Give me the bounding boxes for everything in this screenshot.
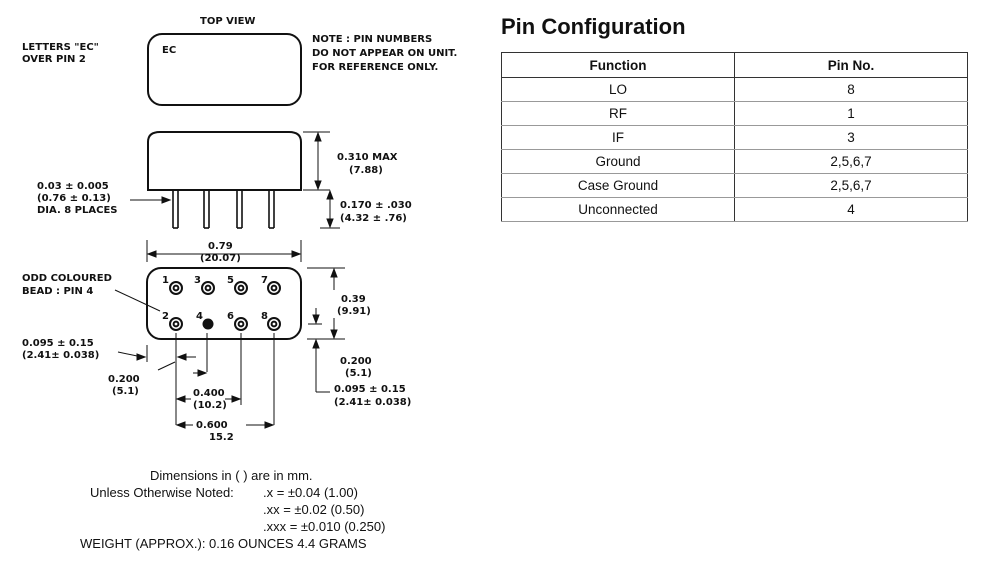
pin-cell: 2,5,6,7 — [734, 149, 968, 174]
edge-left-line2: (2.41± 0.038) — [22, 350, 99, 361]
height-max-line2: (7.88) — [349, 165, 383, 176]
pin-config-table: Function Pin No. LO 8 RF 1 IF 3 Ground 2… — [501, 52, 968, 222]
span-400-line2: (10.2) — [193, 400, 227, 411]
odd-bead-pin4 — [202, 318, 214, 330]
body-width-line2: (9.91) — [337, 306, 371, 317]
row-spacing-right-line2: (5.1) — [345, 368, 372, 379]
ec-marking: EC — [162, 45, 176, 56]
table-row: RF 1 — [501, 101, 968, 126]
function-cell: Case Ground — [501, 173, 735, 198]
dimension-notes: Dimensions in ( ) are in mm. Unless Othe… — [60, 467, 480, 552]
bottom-view: 1 3 5 7 2 4 6 8 0.79 (20.07) ODD COLOURE… — [22, 240, 411, 443]
height-max-line1: 0.310 MAX — [337, 152, 398, 163]
pin-cell: 1 — [734, 101, 968, 126]
marking-label-line1: LETTERS "EC" — [22, 42, 99, 53]
row-spacing-left-line2: (5.1) — [112, 386, 139, 397]
pin-length-line2: (4.32 ± .76) — [340, 213, 407, 224]
span-400-line1: 0.400 — [193, 388, 225, 399]
note-line1: NOTE : PIN NUMBERS — [312, 34, 432, 45]
edge-right-line1: 0.095 ± 0.15 — [334, 384, 406, 395]
table-row: Case Ground 2,5,6,7 — [501, 173, 968, 198]
function-cell: Unconnected — [501, 197, 735, 222]
marking-label-line2: OVER PIN 2 — [22, 54, 86, 65]
pin-dia-line2: (0.76 ± 0.13) — [37, 193, 111, 204]
header-function: Function — [501, 52, 735, 78]
pin-number: 5 — [227, 275, 234, 286]
pin-cell: 8 — [734, 77, 968, 102]
pin-number: 4 — [196, 311, 203, 322]
edge-left-line1: 0.095 ± 0.15 — [22, 338, 94, 349]
side-view: 0.310 MAX (7.88) 0.170 ± .030 (4.32 ± .7… — [37, 131, 412, 229]
function-cell: RF — [501, 101, 735, 126]
pin-number: 2 — [162, 311, 169, 322]
body-length-line1: 0.79 — [208, 241, 233, 252]
pin-dia-line3: DIA. 8 PLACES — [37, 205, 117, 216]
pin-number: 3 — [194, 275, 201, 286]
table-row: LO 8 — [501, 77, 968, 102]
span-600-line2: 15.2 — [209, 432, 234, 443]
span-600-line1: 0.600 — [196, 420, 228, 431]
package-outline-drawing: TOP VIEW EC LETTERS "EC" OVER PIN 2 NOTE… — [22, 16, 457, 443]
pin-number: 8 — [261, 311, 268, 322]
function-cell: IF — [501, 125, 735, 150]
note-line2: DO NOT APPEAR ON UNIT. — [312, 48, 457, 59]
odd-bead-line2: BEAD : PIN 4 — [22, 286, 93, 297]
odd-bead-line1: ODD COLOURED — [22, 273, 112, 284]
note-line3: FOR REFERENCE ONLY. — [312, 62, 438, 73]
row-spacing-right-line1: 0.200 — [340, 356, 372, 367]
pin-cell: 3 — [734, 125, 968, 150]
pin-cell: 2,5,6,7 — [734, 173, 968, 198]
tolerance-xx: .xx = ±0.02 (0.50) — [263, 502, 365, 517]
function-cell: LO — [501, 77, 735, 102]
table-row: Unconnected 4 — [501, 197, 968, 222]
table-row: Ground 2,5,6,7 — [501, 149, 968, 174]
edge-right-line2: (2.41± 0.038) — [334, 397, 411, 408]
row-spacing-left-line1: 0.200 — [108, 374, 140, 385]
notes-tolerance-label: Unless Otherwise Noted: — [90, 485, 234, 500]
notes-line1: Dimensions in ( ) are in mm. — [150, 468, 313, 483]
top-view-body — [147, 33, 302, 106]
weight-note: WEIGHT (APPROX.): 0.16 OUNCES 4.4 GRAMS — [80, 536, 367, 551]
body-width-line1: 0.39 — [341, 294, 366, 305]
pin-config-title: Pin Configuration — [501, 14, 686, 39]
pin-dia-line1: 0.03 ± 0.005 — [37, 181, 109, 192]
tolerance-x: .x = ±0.04 (1.00) — [263, 485, 358, 500]
top-view-label: TOP VIEW — [200, 16, 255, 27]
pin-number: 6 — [227, 311, 234, 322]
pin-cell: 4 — [734, 197, 968, 222]
table-row: IF 3 — [501, 125, 968, 150]
header-pin-no: Pin No. — [734, 52, 968, 78]
tolerance-xxx: .xxx = ±0.010 (0.250) — [263, 519, 386, 534]
table-header-row: Function Pin No. — [501, 52, 968, 78]
pin-number: 1 — [162, 275, 169, 286]
pin-length-line1: 0.170 ± .030 — [340, 200, 412, 211]
function-cell: Ground — [501, 149, 735, 174]
pin-number: 7 — [261, 275, 268, 286]
body-length-line2: (20.07) — [200, 253, 241, 264]
